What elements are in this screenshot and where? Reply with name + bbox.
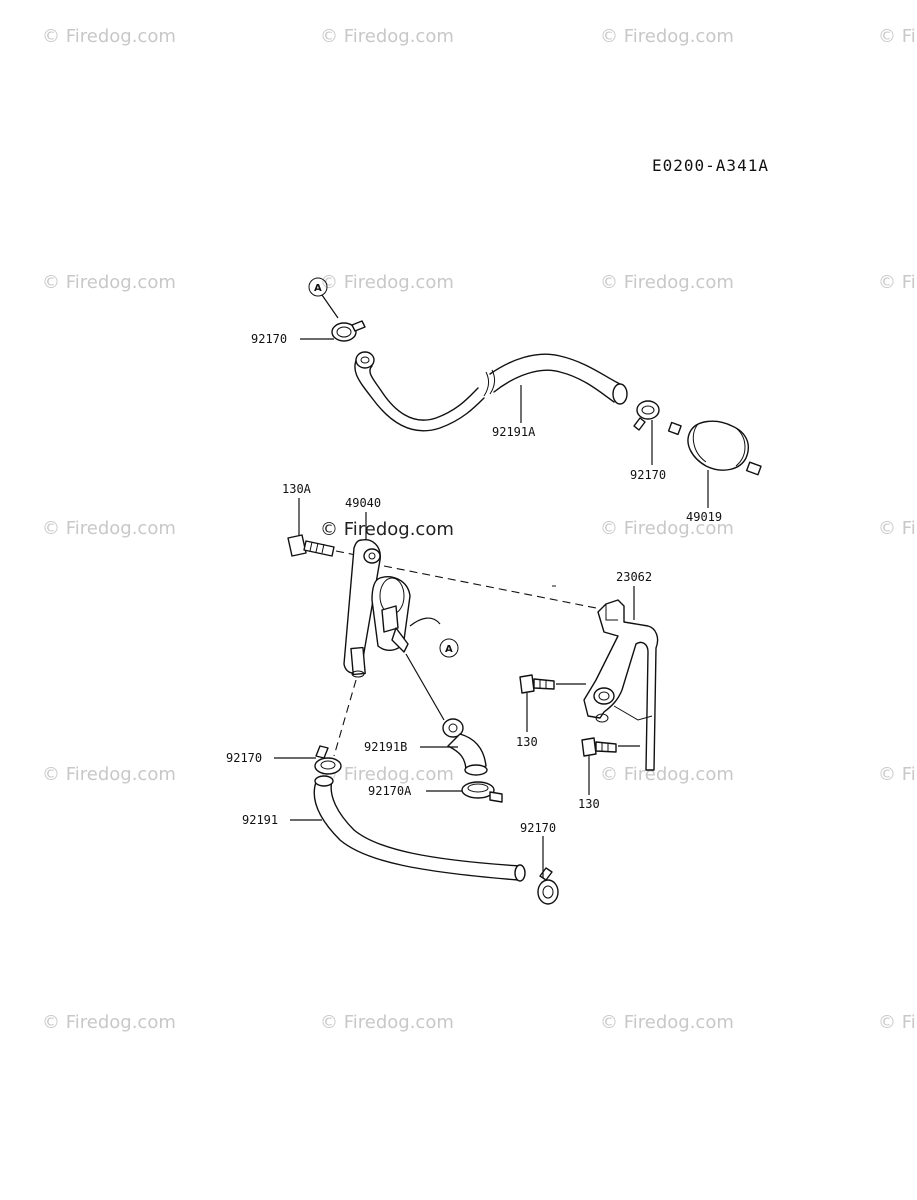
label-clamp-bottom: 92170 (520, 821, 556, 835)
hose-upper-icon (354, 351, 628, 432)
bolt-130-lower-icon (581, 737, 617, 757)
label-elbow-hose: 92191B (364, 740, 407, 754)
watermark-grid: © Firedog.com © Firedog.com © Firedog.co… (42, 26, 917, 1033)
bolt-130a-icon (287, 534, 335, 557)
watermark: © Firedog.com (600, 26, 734, 47)
watermark: © Firedog.com (878, 518, 917, 539)
fuel-pump-icon (343, 539, 411, 678)
watermark: © Firedog.com (878, 764, 917, 785)
watermark: © Firedog.com (42, 272, 176, 293)
watermark: © Firedog.com (878, 1012, 917, 1033)
watermark: © Firedog.com (320, 26, 454, 47)
watermark: © Firedog.com (42, 26, 176, 47)
clamp-elbow-icon (461, 781, 503, 803)
fuel-filter-icon (667, 420, 762, 476)
clamp-left-icon (314, 745, 342, 775)
label-clamp-top: 92170 (251, 332, 287, 346)
ref-marker-a-top: A (308, 277, 339, 319)
ref-marker-a-pump: A (409, 617, 459, 658)
watermark: © Firedog.com (600, 272, 734, 293)
label-bolt-130-lower: 130 (578, 797, 600, 811)
label-fuel-pump: 49040 (345, 496, 381, 510)
clamp-bottom-icon (537, 867, 559, 905)
label-clamp-elbow: 92170A (368, 784, 412, 798)
watermark: © Firedog.com (878, 272, 917, 293)
watermark: © Firedog.com (600, 764, 734, 785)
label-bolt-130a: 130A (282, 482, 312, 496)
elbow-hose-icon (442, 718, 488, 776)
watermark: © Firedog.com (320, 764, 454, 785)
watermark: © Firedog.com (42, 764, 176, 785)
label-clamp-left: 92170 (226, 751, 262, 765)
label-bracket: 23062 (616, 570, 652, 584)
watermark: © Firedog.com (42, 1012, 176, 1033)
diagram-code: E0200-A341A (652, 156, 769, 175)
label-bolt-130-upper: 130 (516, 735, 538, 749)
label-fuel-filter: 49019 (686, 510, 722, 524)
watermark-center: © Firedog.com (320, 519, 454, 540)
clamp-top-icon (331, 320, 366, 342)
watermark: © Firedog.com (600, 1012, 734, 1033)
bracket-icon (583, 599, 659, 771)
label-clamp-filter: 92170 (630, 468, 666, 482)
svg-text:A: A (314, 283, 322, 294)
watermark: © Firedog.com (320, 1012, 454, 1033)
bolt-130-upper-icon (519, 674, 555, 694)
watermark: © Firedog.com (600, 518, 734, 539)
svg-text:A: A (445, 644, 453, 655)
watermark: © Firedog.com (878, 26, 917, 47)
watermark: © Firedog.com (42, 518, 176, 539)
label-hose-bottom: 92191 (242, 813, 278, 827)
clamp-filter-icon (633, 400, 660, 431)
hose-lower-icon (313, 775, 526, 882)
label-hose-top: 92191A (492, 425, 536, 439)
watermark: © Firedog.com (320, 272, 454, 293)
